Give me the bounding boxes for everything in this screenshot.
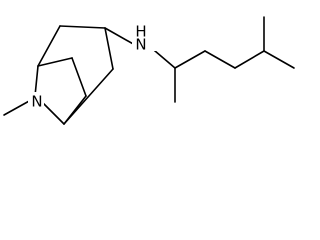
molecule-structure-diagram: N H N (3, 16, 295, 125)
amine-nitrogen-label-background (132, 26, 158, 51)
bond-bridgehead-left-to-ring-upper (37, 25, 61, 67)
bond-ethano-upper-to-ethano-lower (71, 57, 87, 97)
bond-chain-carbon-3-to-carbon-4 (234, 50, 265, 69)
bond-ring-carbon-3-to-amine-nitrogen (104, 27, 136, 46)
bond-chain-carbon-4-to-methyl-right (263, 50, 295, 69)
bond-chain-carbon-2-to-carbon-3 (204, 50, 236, 69)
bond-bridgehead-left-to-ethano-upper (37, 57, 73, 67)
amine-hydrogen-label: H (135, 23, 146, 41)
bond-chain-carbon-1-to-carbon-2 (174, 50, 206, 69)
amine-nitrogen-atom: H N (132, 23, 158, 54)
bridge-nitrogen-atom: N (28, 92, 44, 111)
bridge-nitrogen-label: N (31, 93, 42, 111)
amine-nitrogen-label: N (135, 36, 146, 54)
bond-methyl-to-bridge-nitrogen (3, 99, 32, 116)
bond-ring-upper-to-ring-carbon-3 (59, 25, 106, 29)
bond-bridge-nitrogen-to-bridgehead-left (34, 65, 39, 97)
bond-bridge-nitrogen-to-bridgehead-right (40, 100, 65, 125)
bond-ring-carbon-3-to-ring-lower (104, 27, 114, 70)
bond-ethano-lower-to-bridgehead-right (63, 95, 87, 125)
bridge-nitrogen-label-background (28, 92, 44, 110)
